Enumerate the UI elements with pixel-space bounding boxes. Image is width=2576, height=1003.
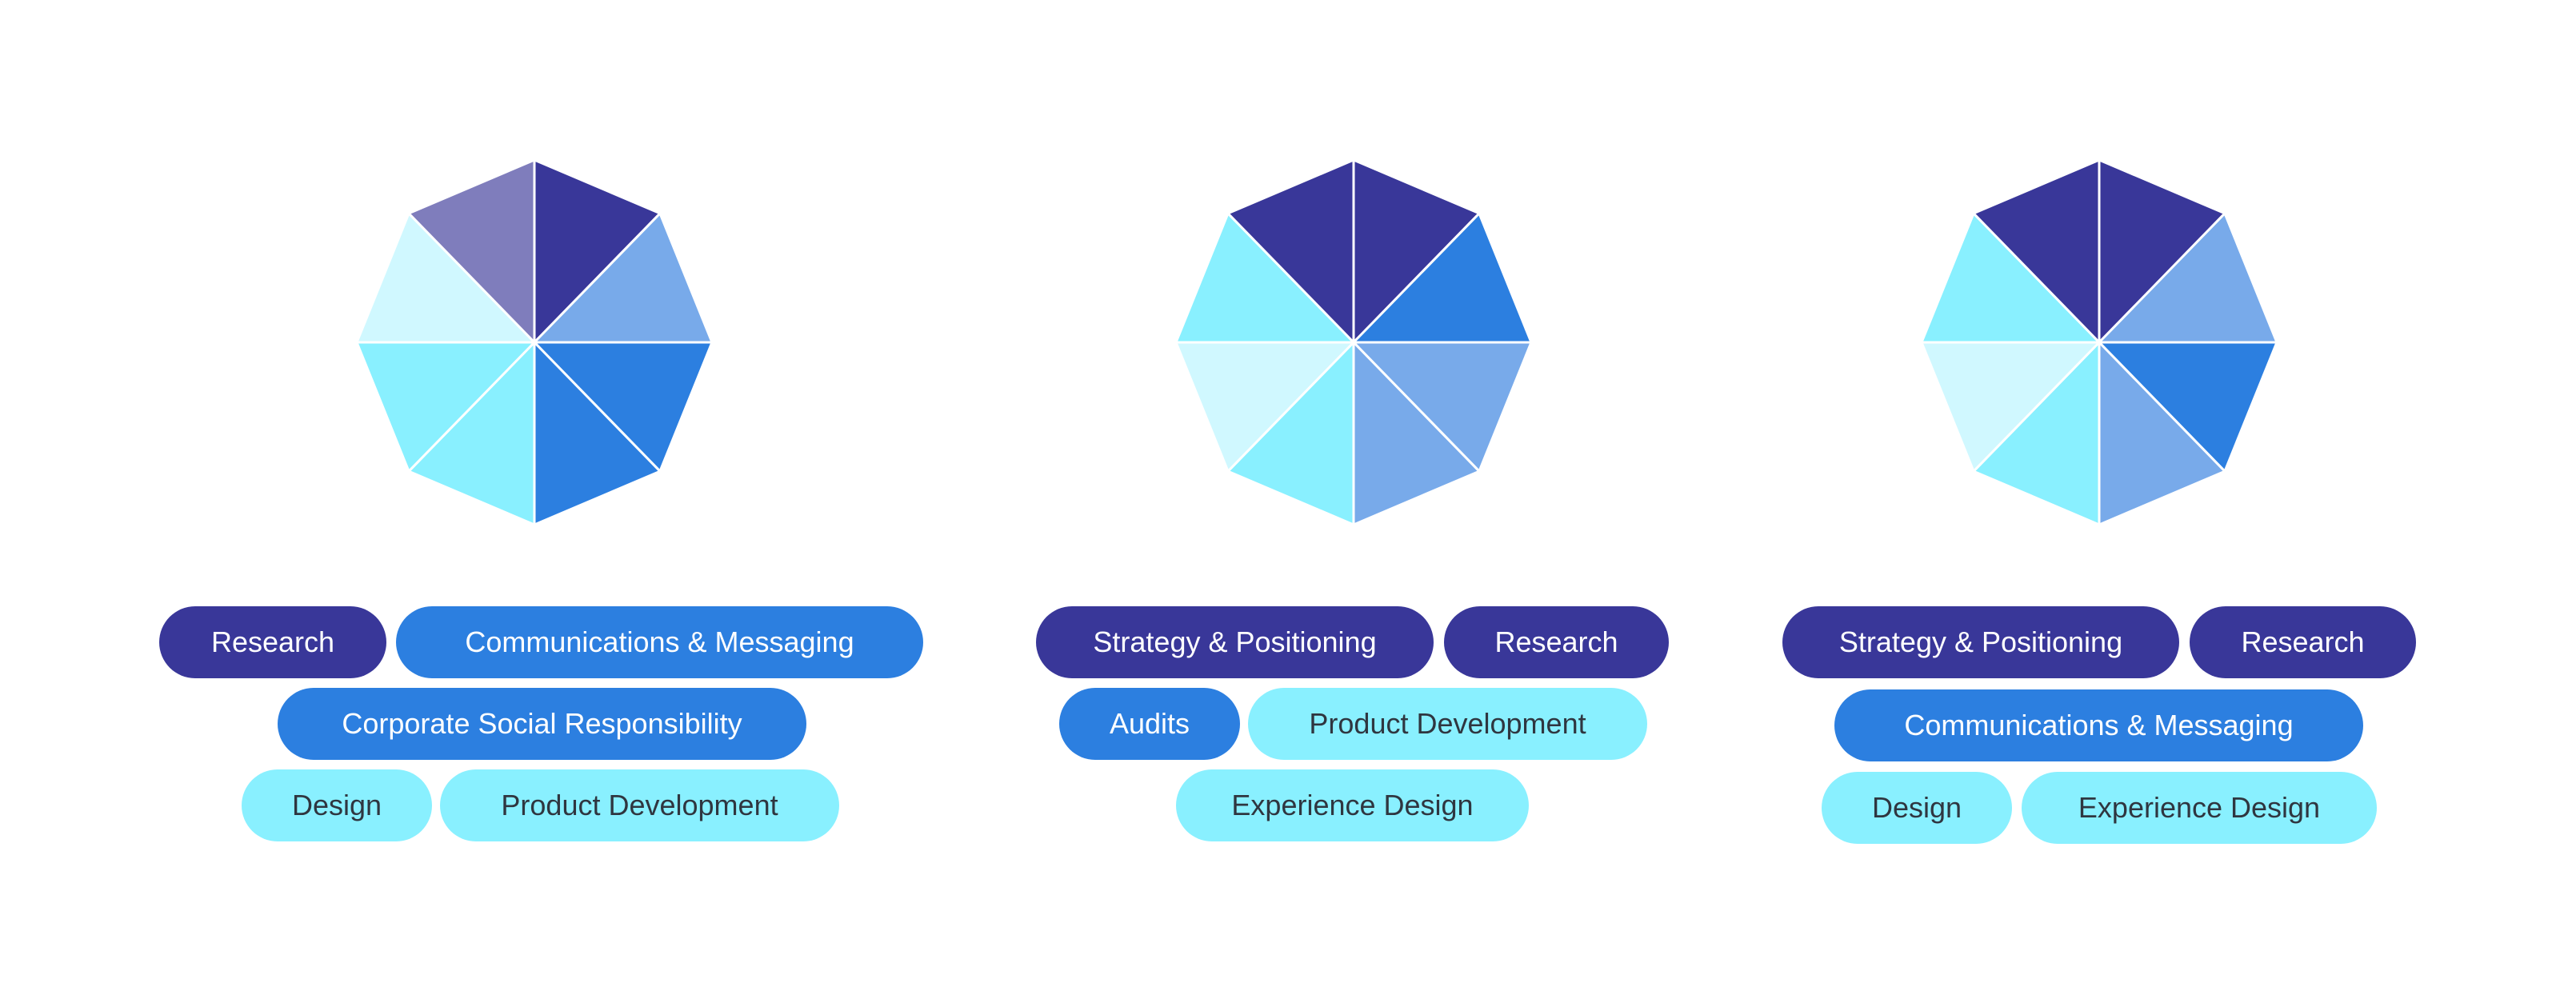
tag-pill: Audits <box>1059 688 1240 760</box>
tag-pill: Corporate Social Responsibility <box>278 688 806 760</box>
octagon-segment <box>1971 158 2101 346</box>
tag-pill: Communications & Messaging <box>1834 689 2363 761</box>
tag-pill: Strategy & Positioning <box>1036 606 1434 678</box>
tag-pill: Research <box>159 606 386 678</box>
tag-pill: Experience Design <box>2022 772 2377 844</box>
tag-pill: Design <box>242 769 432 841</box>
tag-pill: Research <box>2190 606 2416 678</box>
octagon-segment <box>1226 158 1355 346</box>
tag-pill: Experience Design <box>1176 769 1529 841</box>
tag-pill: Product Development <box>1248 688 1647 760</box>
tag-pill: Product Development <box>440 769 839 841</box>
tag-pill: Strategy & Positioning <box>1782 606 2179 678</box>
tag-pill: Communications & Messaging <box>396 606 923 678</box>
tag-pill: Design <box>1822 772 2012 844</box>
tag-pill: Research <box>1444 606 1669 678</box>
octagon-segment <box>406 158 536 346</box>
